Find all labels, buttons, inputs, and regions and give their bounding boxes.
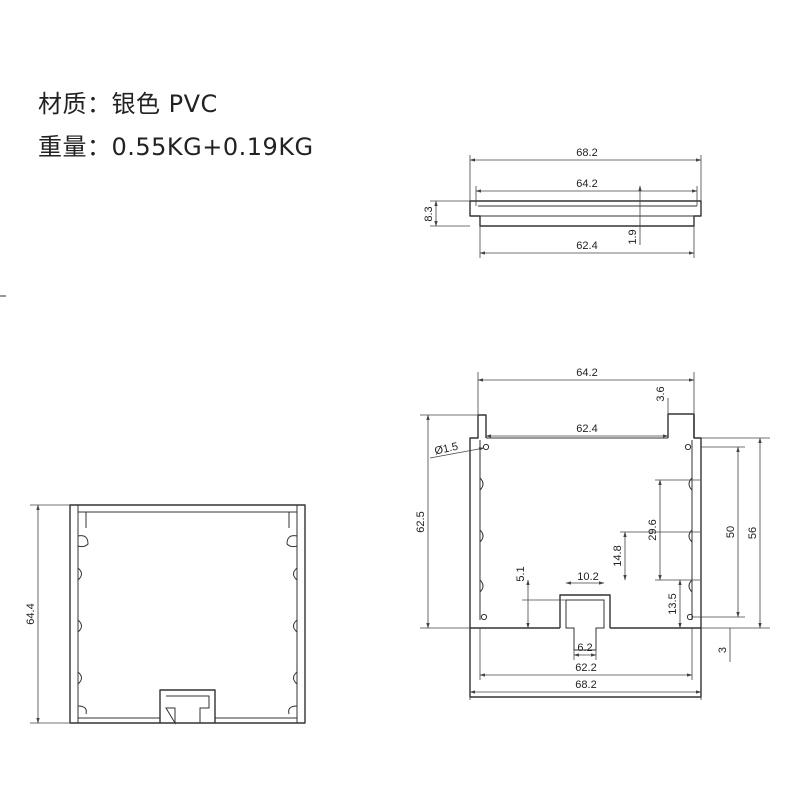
profile-outer-56: 56 <box>747 527 759 539</box>
profile-height: 62.5 <box>415 511 427 532</box>
profile-outline <box>469 415 702 698</box>
lid-outline <box>469 200 702 227</box>
material-spec: 材质：银色 PVC <box>38 90 218 118</box>
lid-lip: 1.9 <box>627 229 639 244</box>
profile-hole-diameter: Ø1.5 <box>433 441 459 458</box>
profile-rib-14-8: 14.8 <box>612 545 624 566</box>
lid-drawing: 68.2 64.2 62.4 8.3 1.9 <box>423 147 702 258</box>
profile-rib-5-1: 5.1 <box>515 566 527 581</box>
profile-base-outer: 68.2 <box>575 679 596 691</box>
profile-bottom-gap: 3 <box>717 647 729 653</box>
side-view-drawing: 64.4 <box>25 504 306 725</box>
profile-top-notch: 3.6 <box>655 386 667 401</box>
lid-bottom-width: 62.4 <box>576 240 597 252</box>
lid-overall-width: 68.2 <box>576 147 597 159</box>
profile-channel-bottom: 6.2 <box>577 642 592 654</box>
profile-rib-13-5: 13.5 <box>667 593 679 614</box>
lid-height: 8.3 <box>423 206 435 221</box>
profile-inner-width: 62.4 <box>576 423 597 435</box>
lid-inner-width: 64.2 <box>576 178 597 190</box>
profile-base-inner: 62.2 <box>575 662 596 674</box>
side-height: 64.4 <box>25 603 37 624</box>
weight-spec: 重量：0.55KG+0.19KG <box>38 133 314 161</box>
profile-slot-spacing: 29.6 <box>647 519 659 540</box>
profile-drawing: 64.2 3.6 62.4 Ø1.5 62.5 29.6 14.8 50 <box>415 367 770 700</box>
profile-outer-50: 50 <box>725 526 737 538</box>
profile-channel-top: 10.2 <box>577 571 598 583</box>
profile-top-width: 64.2 <box>576 367 597 379</box>
